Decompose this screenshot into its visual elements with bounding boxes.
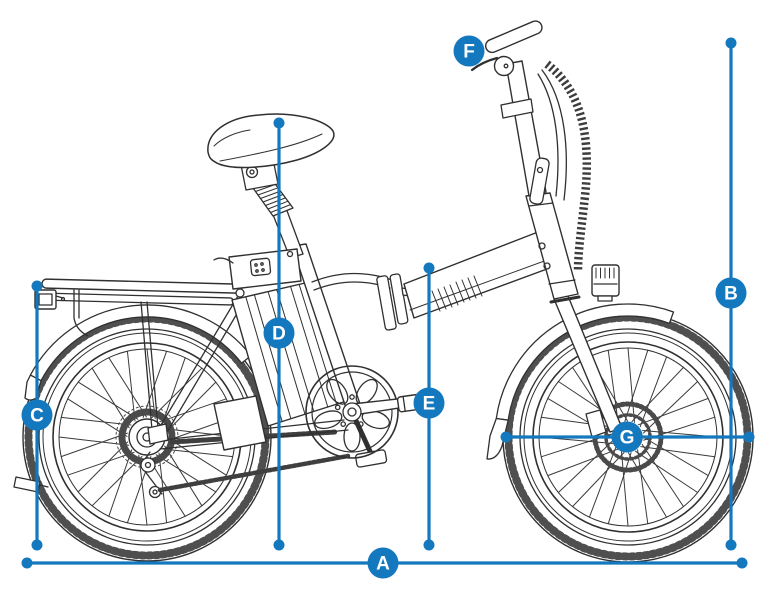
measure-a-left-dot: [21, 557, 33, 569]
marker-c-badge: [21, 399, 53, 431]
rack-top-rail: [41, 278, 243, 294]
measure-b-top-dot: [725, 37, 737, 49]
measure-d-bottom-dot: [273, 539, 285, 551]
seat-assembly: [207, 113, 335, 259]
marker-e-badge: [413, 387, 445, 419]
marker-g-label: G: [620, 428, 635, 449]
front-mudflap: [486, 417, 509, 460]
marker-f-label: F: [463, 42, 475, 63]
fork-crown: [549, 295, 581, 304]
stem-clamp: [500, 98, 534, 119]
bike-drawing: [13, 20, 754, 563]
marker-a-badge: [367, 547, 399, 579]
marker-g-badge: [611, 421, 643, 453]
marker-d-label: D: [272, 324, 286, 345]
brake-lever: [470, 56, 499, 72]
measurement-f: F: [453, 35, 485, 67]
brake-caliper: [585, 409, 607, 438]
rack-struts: [140, 301, 159, 431]
marker-d-badge: [263, 317, 295, 349]
measure-c-bottom-dot: [31, 539, 43, 551]
rear-rack: [34, 278, 246, 435]
measure-d-top-dot: [273, 117, 285, 129]
measure-b-bottom-dot: [725, 539, 737, 551]
chainring: [305, 365, 399, 459]
motor-box: [213, 395, 267, 451]
measurement-c: C: [21, 280, 53, 551]
down-tube: [403, 231, 567, 319]
front-end: [470, 20, 675, 460]
measure-e-top-dot: [423, 262, 435, 274]
marker-f-badge: [453, 35, 485, 67]
marker-b-label: B: [724, 284, 738, 305]
measure-c-top-dot: [31, 280, 43, 292]
measurement-d: D: [263, 117, 295, 551]
chain-bottom-run: [157, 453, 351, 493]
crankset: [305, 365, 433, 459]
headlight: [591, 264, 620, 302]
marker-e-label: E: [423, 394, 436, 415]
rear-wheel: [22, 312, 351, 562]
controller-box: [213, 248, 302, 290]
front-fender: [495, 303, 675, 421]
front-spokes: [538, 347, 718, 527]
measurement-a: A: [21, 547, 748, 579]
measurement-overlay: A B C D E: [21, 35, 755, 579]
measurement-g: G: [500, 421, 755, 453]
measure-g-left-dot: [500, 431, 512, 443]
measurement-e: E: [413, 262, 445, 551]
rear-reflector: [34, 289, 66, 310]
brake-cable-coil: [544, 60, 591, 273]
stem-latch: [529, 157, 550, 205]
measure-e-bottom-dot: [423, 539, 435, 551]
handlebar-grip: [484, 20, 543, 54]
marker-c-label: C: [30, 406, 44, 427]
seat-stays: [157, 295, 246, 435]
marker-b-badge: [715, 277, 747, 309]
measure-g-right-dot: [743, 431, 755, 443]
measure-a-right-dot: [736, 557, 748, 569]
left-crank-pedal: [349, 409, 388, 468]
saddle: [207, 113, 335, 169]
marker-a-label: A: [376, 554, 390, 575]
measurement-b: B: [715, 37, 747, 551]
